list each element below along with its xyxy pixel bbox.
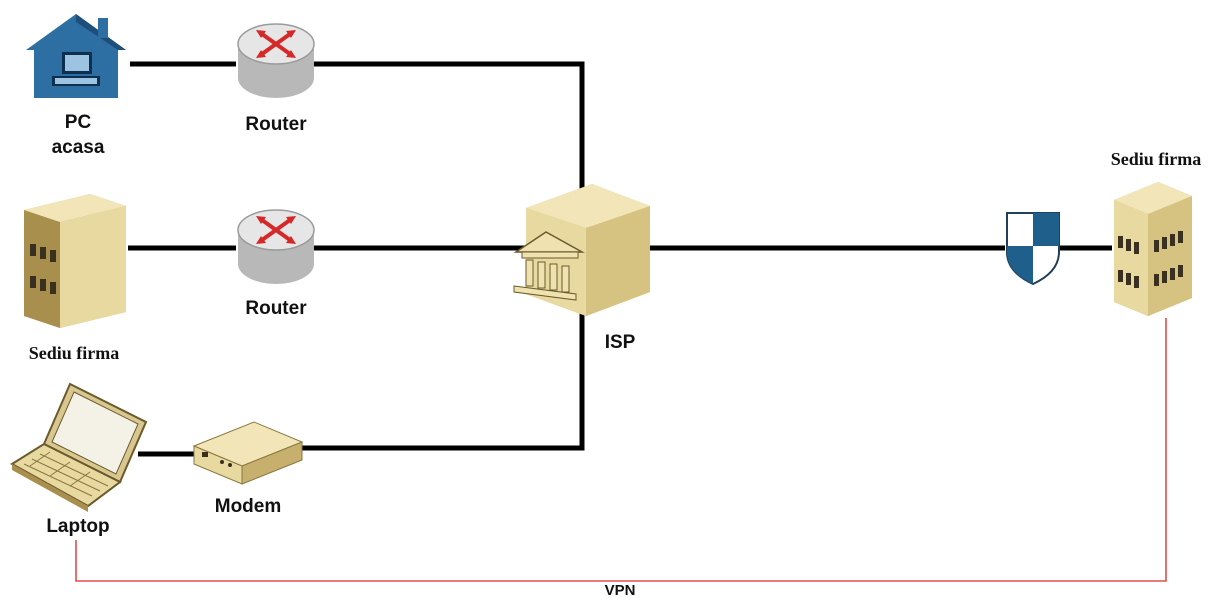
office-left-label: Sediu firma [4, 342, 144, 364]
office-left-node [20, 192, 130, 335]
office-building-icon [1110, 180, 1196, 320]
laptop-label: Laptop [28, 516, 128, 538]
vpn-label: VPN [580, 582, 660, 599]
link-router-isp-top [314, 64, 582, 190]
link-modem-isp [302, 312, 582, 448]
firewall-node [1004, 210, 1062, 291]
router-top-label: Router [226, 114, 326, 136]
laptop-icon [10, 382, 150, 512]
laptop-node [10, 382, 150, 517]
office-building-icon [20, 192, 130, 330]
router-mid-node [234, 206, 318, 293]
office-right-node [1110, 180, 1196, 325]
router-mid-label: Router [226, 298, 326, 320]
office-right-label: Sediu firma [1094, 148, 1218, 170]
pc-home-label-2: acasa [42, 137, 114, 159]
modem-icon [192, 418, 306, 488]
home-pc-icon [22, 10, 130, 102]
pc-home-node [22, 10, 130, 107]
isp-building-icon [512, 182, 654, 316]
router-icon [234, 20, 318, 102]
isp-node [512, 182, 654, 321]
router-icon [234, 206, 318, 288]
modem-label: Modem [198, 496, 298, 518]
firewall-shield-icon [1004, 210, 1062, 286]
pc-home-label-1: PC [42, 112, 114, 134]
modem-node [192, 418, 306, 493]
isp-label: ISP [580, 332, 660, 354]
router-top-node [234, 20, 318, 107]
